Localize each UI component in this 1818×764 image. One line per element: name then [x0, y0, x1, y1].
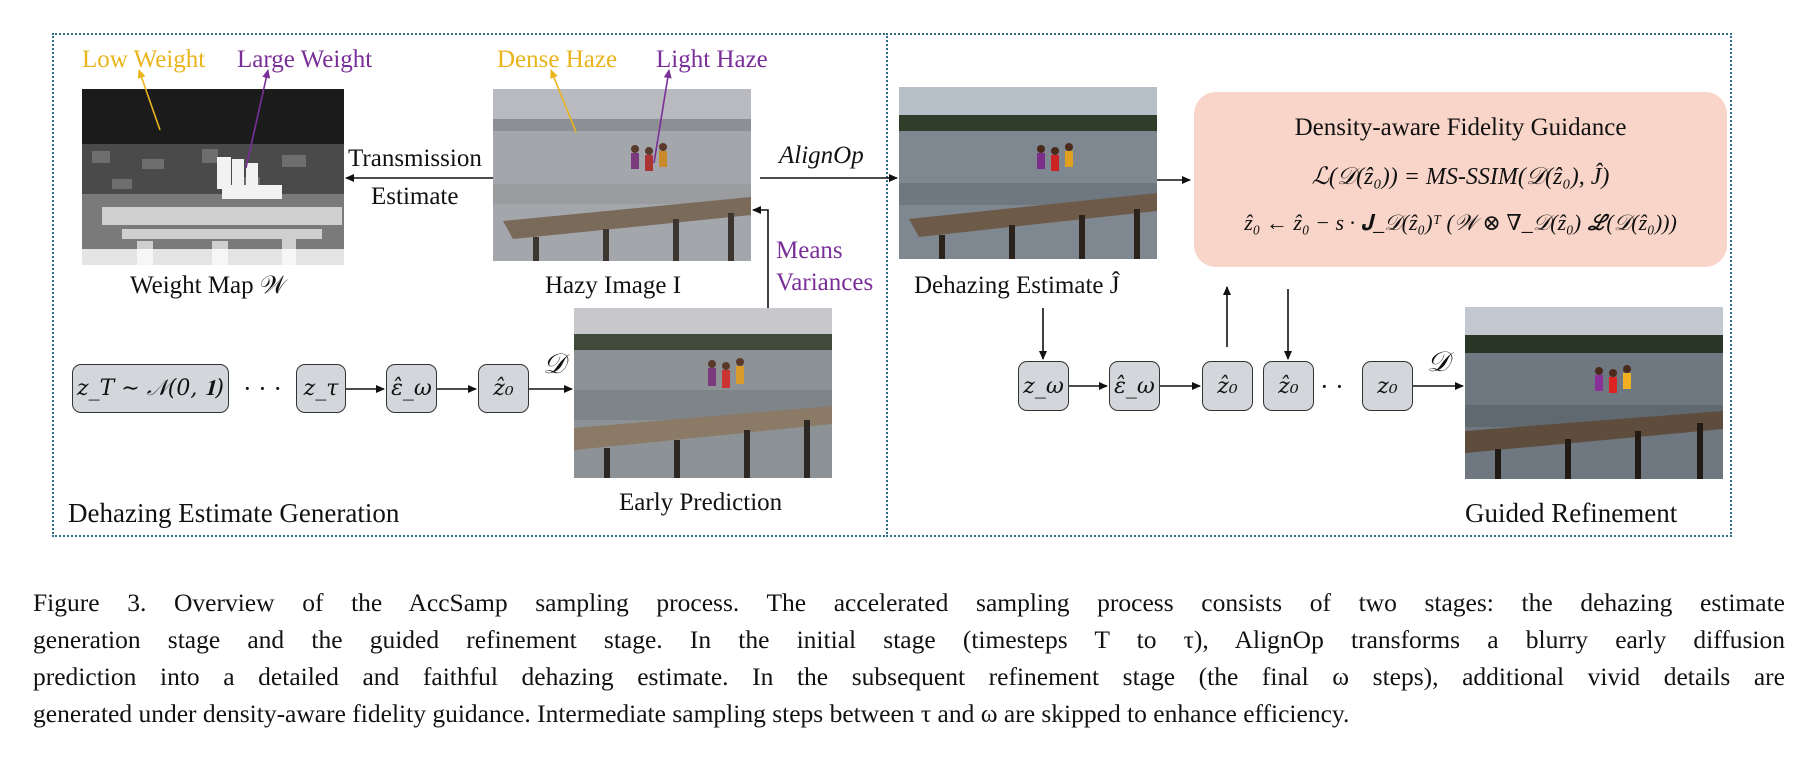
- decoder-label-right: 𝒟: [1427, 347, 1450, 378]
- hazy-image: [493, 89, 751, 261]
- node-z-omega: z_ω: [1018, 361, 1069, 411]
- guidance-update-equation: ẑ₀ ← ẑ₀ − s · 𝐉_𝒟(ẑ₀)ᵀ (𝒲 ⊗ ∇_𝒟(ẑ₀) ℒ(𝒟(…: [1244, 210, 1677, 235]
- means-label: Means: [776, 237, 843, 264]
- left-panel-title: Dehazing Estimate Generation: [68, 498, 400, 528]
- node-z0-left: ẑ₀: [478, 364, 529, 413]
- guidance-loss-equation: ℒ(𝒟(ẑ₀)) = MS-SSIM(𝒟(ẑ₀), Ĵ): [1311, 164, 1610, 190]
- right-panel: [886, 33, 1732, 537]
- arrow-light-haze: [653, 69, 672, 164]
- arrow-low-weight: [137, 69, 161, 131]
- node-eps-left: ε̂_ω: [386, 364, 437, 413]
- guidance-title: Density-aware Fidelity Guidance: [1294, 114, 1627, 141]
- transmission-label: Transmission: [348, 145, 482, 172]
- node-z0-right-c: z₀: [1362, 361, 1413, 411]
- large-weight-label: Large Weight: [237, 46, 373, 73]
- estimate-label: Estimate: [371, 183, 459, 210]
- low-weight-label: Low Weight: [82, 46, 206, 73]
- weight-map-image: [82, 89, 344, 265]
- dense-haze-label: Dense Haze: [497, 46, 618, 73]
- caption-line-4: generated under density-aware fidelity g…: [33, 699, 1350, 728]
- node-z0-right-a: ẑ₀: [1202, 361, 1253, 411]
- node-z-tau: z_τ: [296, 364, 346, 413]
- guided-refinement-image: [1465, 307, 1723, 479]
- arrow-dense-haze: [550, 69, 577, 133]
- dehazing-estimate-label: Dehazing Estimate Ĵ: [914, 272, 1120, 299]
- decoder-label-left: 𝒟: [543, 349, 566, 380]
- arrow-large-weight: [245, 69, 271, 169]
- dehazing-estimate-image: [899, 87, 1157, 259]
- early-prediction-label: Early Prediction: [619, 489, 783, 516]
- ellipsis-right: · ·: [1320, 372, 1344, 401]
- light-haze-label: Light Haze: [656, 46, 768, 73]
- node-z-T: z_T ∼ 𝒩(0, 𝟏): [72, 364, 229, 413]
- early-prediction-image: [574, 308, 832, 478]
- caption-line-3: prediction into a detailed and faithful …: [33, 662, 1785, 691]
- weight-map-label: Weight Map 𝒲: [130, 272, 287, 299]
- node-z0-right-b: ẑ₀: [1263, 361, 1314, 411]
- variances-label: Variances: [776, 269, 874, 296]
- hazy-image-label: Hazy Image I: [545, 272, 682, 299]
- caption-line-1: Figure 3. Overview of the AccSamp sampli…: [33, 588, 1785, 617]
- node-eps-right: ε̂_ω: [1109, 361, 1160, 411]
- right-panel-title: Guided Refinement: [1465, 498, 1678, 528]
- arrow-means-variances: [752, 206, 769, 308]
- ellipsis-left: · · ·: [243, 374, 282, 403]
- fidelity-guidance-box: Density-aware Fidelity Guidance ℒ(𝒟(ẑ₀))…: [1194, 92, 1727, 267]
- alignop-label: AlignOp: [779, 142, 864, 169]
- caption-line-2: generation stage and the guided refineme…: [33, 625, 1785, 654]
- figure-caption: Figure 3. Overview of the AccSamp sampli…: [33, 584, 1785, 732]
